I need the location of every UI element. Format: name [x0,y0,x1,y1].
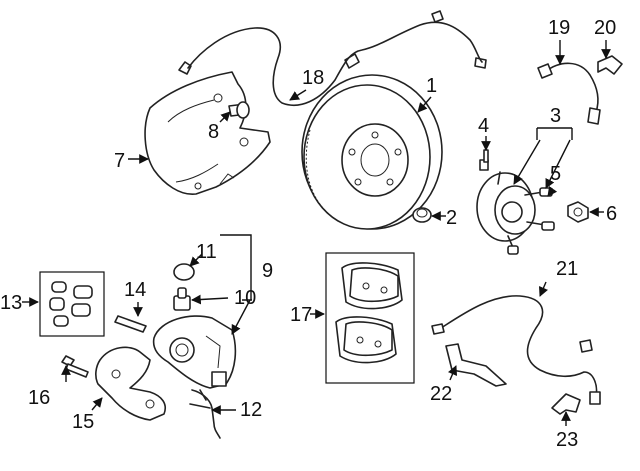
sensor-bracket-part[interactable] [445,343,507,387]
callout-17: 17 [290,304,312,326]
shield-bolt-part[interactable] [228,101,250,119]
callout-1: 1 [426,75,437,97]
callout-14: 14 [124,279,146,301]
callout-4: 4 [478,115,489,137]
hose-clip-part[interactable] [597,55,623,75]
leader-lines [22,40,611,426]
callout-7: 7 [114,150,125,172]
callout-8: 8 [208,121,219,143]
brake-rotor-part[interactable] [301,74,443,230]
brake-pad-set-part[interactable] [325,252,415,384]
callout-23: 23 [556,429,578,451]
callout-11: 11 [196,241,217,263]
hub-bearing-part[interactable] [476,171,555,255]
bleeder-screw-part[interactable] [173,287,191,311]
callout-22: 22 [430,383,452,405]
callout-13: 13 [0,292,22,314]
callout-19: 19 [548,17,570,39]
callout-15: 15 [72,411,94,433]
callout-10: 10 [234,287,256,309]
callout-9: 9 [262,260,273,282]
anti-rattle-clip-part[interactable] [189,389,221,439]
callout-20: 20 [594,17,616,39]
speed-sensor-harness-part[interactable] [178,10,487,107]
sensor-clip-part[interactable] [551,393,581,415]
brake-caliper-part[interactable] [152,315,237,389]
guide-pin-part[interactable] [114,315,147,333]
splash-shield-part[interactable] [144,71,271,195]
hub-bolt-part[interactable] [479,149,489,171]
callout-5: 5 [550,163,561,185]
callout-16: 16 [28,387,50,409]
rotor-screw-part[interactable] [412,207,432,223]
guide-pin-kit-part[interactable] [39,271,105,337]
callout-21: 21 [556,258,578,280]
caliper-cap-part[interactable] [173,263,195,281]
caliper-bracket-part[interactable] [95,346,166,421]
hub-nut-part[interactable] [567,201,589,223]
callout-6: 6 [606,203,617,225]
callout-12: 12 [240,399,262,421]
brake-hose-part[interactable] [537,62,601,125]
callout-3: 3 [550,105,561,127]
callout-18: 18 [302,67,324,89]
callout-labels: 1 2 3 4 5 6 7 8 9 10 11 12 13 14 15 16 1… [0,17,617,451]
callout-2: 2 [446,207,457,229]
rear-speed-sensor-part[interactable] [431,295,601,405]
